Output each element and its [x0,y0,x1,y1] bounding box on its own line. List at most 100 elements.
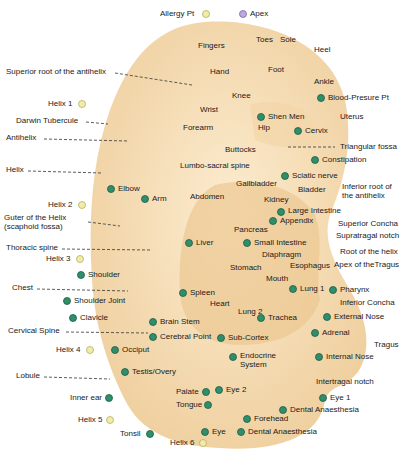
point-label: Pharynx [340,285,369,294]
point-label: Darwin Tubercule [16,116,78,125]
point-label: Helix 2 [48,200,72,209]
acupoint-dot [79,101,86,108]
point-label: Foot [268,65,284,74]
point-label: Arm [152,194,167,203]
acupoint-dot [316,354,323,361]
acupoint-dot [202,429,209,436]
point-label: Inferior root of the antihelix [342,182,402,200]
acupoint-dot [142,196,149,203]
acupoint-dot [324,314,331,321]
acupoint-dot [106,395,113,402]
point-label: Eye [212,427,226,436]
acupoint-dot [205,402,212,409]
point-label: Ankle [314,77,334,86]
leader-line [28,171,102,173]
acupoint-dot [278,209,285,216]
acupoint-dot [280,407,287,414]
point-label: Tongue [176,400,202,409]
point-label: Buttocks [225,145,256,154]
acupoint-dot [180,290,187,297]
acupoint-dot [312,157,319,164]
point-label: Forehead [254,414,288,423]
point-label: Dental Anaesthesia [290,405,359,414]
point-label: Cervix [305,126,328,135]
point-label: Chest [12,283,33,292]
acupoint-dot [107,417,114,424]
point-label: Apex [250,9,268,18]
point-label: Helix 3 [46,254,70,263]
point-label: Knee [232,91,251,100]
acupoint-dot [70,315,77,322]
point-label: External Nose [334,312,384,321]
acupoint-dot [230,354,237,361]
acupoint-dot [218,335,225,342]
point-label: Superior Concha [338,219,398,228]
point-label: Cervical Spine [8,326,60,335]
point-label: Guter of the Helix (scaphoid fossa) [4,213,84,231]
point-label: Tragus [374,340,399,349]
acupoint-dot [290,286,297,293]
point-label: Clavicle [80,313,108,322]
point-label: Hand [210,67,229,76]
point-label: Eye 1 [330,393,350,402]
leader-line [44,139,128,141]
point-label: Elbow [118,184,140,193]
point-label: Helix 5 [78,415,102,424]
point-label: Tonsil [120,429,140,438]
point-label: Supratragal notch [336,231,399,240]
point-label: Esophagus [290,261,330,270]
point-label: Wrist [200,105,218,114]
acupoint-dot [295,128,302,135]
point-label: Dental Anaesthesia [248,427,317,436]
point-label: Heart [210,299,230,308]
acupoint-dot [320,395,327,402]
point-label: Trachea [268,313,297,322]
acupoint-dot [186,240,193,247]
point-label: Spleen [190,288,215,297]
point-label: Helix 6 [170,438,194,447]
point-label: Shen Men [268,112,304,121]
leader-line [66,332,148,333]
acupoint-dot [270,218,277,225]
acupoint-dot [122,369,129,376]
acupoint-dot [79,202,86,209]
point-label: Lumbo-sacral spine [180,161,250,170]
acupoint-dot [108,186,115,193]
point-label: Sub-Cortex [228,333,268,342]
green-points [64,95,337,438]
point-label: Mouth [266,274,288,283]
point-label: Adrenal [322,328,350,337]
point-label: Cerebral Point [160,332,211,341]
point-label: Lobule [16,371,40,380]
point-label: Shoulder Joint [74,296,125,305]
point-label: Thoracic spine [6,243,58,252]
purple-points [240,11,247,18]
acupoint-dot [244,240,251,247]
point-label: Inferior Concha [340,298,395,307]
point-label: Hip [258,123,270,132]
point-label: Blood-Presure Pt [328,93,389,102]
leader-line [86,122,108,124]
point-label: Eye 2 [226,385,246,394]
point-label: Forearm [183,123,213,132]
leader-line [37,289,128,291]
point-label: Bladder [298,185,326,194]
point-label: Intertragal notch [316,377,374,386]
acupoint-dot [330,287,337,294]
point-label: Large Intestine [288,206,341,215]
point-label: Shoulder [88,270,120,279]
acupoint-dot [240,11,247,18]
point-label: Lung 2 [238,307,262,316]
leader-line [62,249,150,250]
acupoint-dot [258,114,265,121]
point-label: Testis/Overy [132,367,176,376]
acupoint-dot [282,173,289,180]
point-label: Inner ear [70,393,102,402]
point-label: Endocrine System [240,351,286,369]
acupoint-dot [112,347,119,354]
point-label: Internal Nose [326,352,374,361]
point-label: Pancreas [234,225,268,234]
acupoint-dot [150,319,157,326]
acupoint-dot [150,334,157,341]
point-label: Antihelix [6,133,36,142]
